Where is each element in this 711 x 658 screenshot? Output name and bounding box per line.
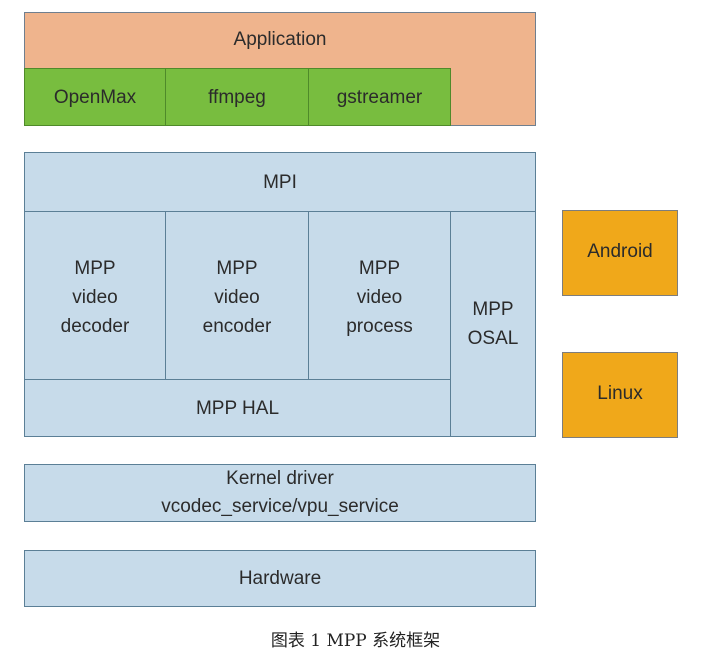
hal-block: MPP HAL xyxy=(24,379,451,437)
module-line: video xyxy=(72,287,118,308)
osal-line: OSAL xyxy=(467,328,519,349)
platform-label: Android xyxy=(587,241,653,262)
figure-caption: 图表 1 MPP 系统框架 xyxy=(270,631,441,651)
hardware-label: Hardware xyxy=(238,568,322,589)
framework-label: ffmpeg xyxy=(208,86,266,108)
framework-openmax: OpenMax xyxy=(24,68,166,126)
platform-android: Android xyxy=(562,210,678,296)
module-line: decoder xyxy=(60,316,130,337)
module-line: MPP xyxy=(74,258,116,279)
framework-ffmpeg: ffmpeg xyxy=(165,68,309,126)
osal-line: MPP xyxy=(472,299,514,320)
module-video-decoder: MPP video decoder xyxy=(24,211,166,380)
module-line: video xyxy=(214,287,260,308)
platform-linux: Linux xyxy=(562,352,678,438)
kernel-line: Kernel driver xyxy=(226,468,334,489)
application-label: Application xyxy=(233,29,327,50)
module-line: MPP xyxy=(216,258,258,279)
mpi-block: MPI xyxy=(24,152,536,212)
module-video-process: MPP video process xyxy=(308,211,451,380)
kernel-driver-block: Kernel driver vcodec_service/vpu_service xyxy=(24,464,536,522)
framework-label: gstreamer xyxy=(336,86,423,108)
hardware-block: Hardware xyxy=(24,550,536,607)
module-line: MPP xyxy=(358,258,401,279)
module-line: video xyxy=(356,287,403,308)
hal-label: MPP HAL xyxy=(195,397,280,419)
framework-label: OpenMax xyxy=(53,86,137,108)
framework-gstreamer: gstreamer xyxy=(308,68,451,126)
module-line: encoder xyxy=(202,316,272,337)
mpi-label: MPI xyxy=(263,171,297,193)
platform-label: Linux xyxy=(597,383,643,404)
kernel-line: vcodec_service/vpu_service xyxy=(161,496,399,517)
module-video-encoder: MPP video encoder xyxy=(165,211,309,380)
module-line: process xyxy=(346,316,413,337)
osal-block: MPP OSAL xyxy=(450,211,536,437)
